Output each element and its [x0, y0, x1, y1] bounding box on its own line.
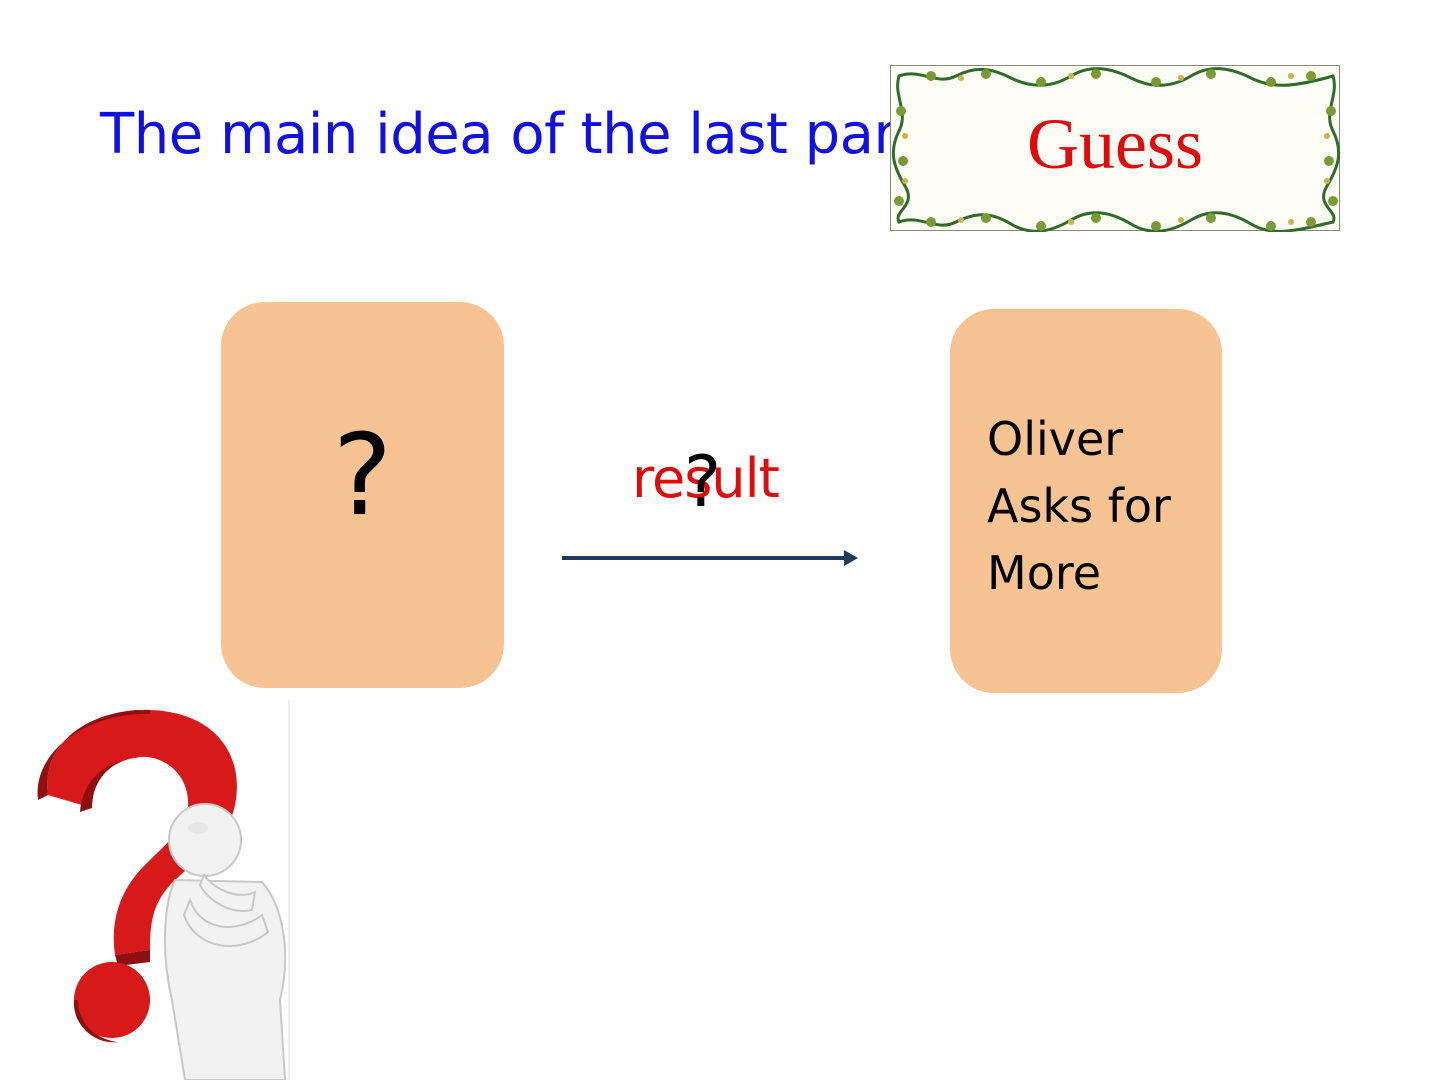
relation-label: result — [632, 447, 780, 510]
vine-border-icon — [891, 67, 1341, 232]
slide-title: The main idea of the last part — [100, 102, 918, 167]
result-line-2: Asks for — [987, 479, 1171, 533]
relation-question-mark: ? — [684, 441, 722, 523]
guess-label: Guess — [1027, 104, 1203, 184]
result-line-1: Oliver — [987, 412, 1124, 466]
result-line-3: More — [987, 546, 1102, 600]
result-box-text: Oliver Asks for More — [987, 406, 1171, 607]
cause-box-question: ? — [332, 411, 393, 541]
cause-box: ? — [221, 302, 504, 688]
guess-badge: Guess — [890, 65, 1341, 232]
thinking-figure-question-mark-icon — [37, 700, 290, 1080]
result-box: Oliver Asks for More — [950, 309, 1222, 693]
right-arrow-icon — [562, 550, 858, 566]
